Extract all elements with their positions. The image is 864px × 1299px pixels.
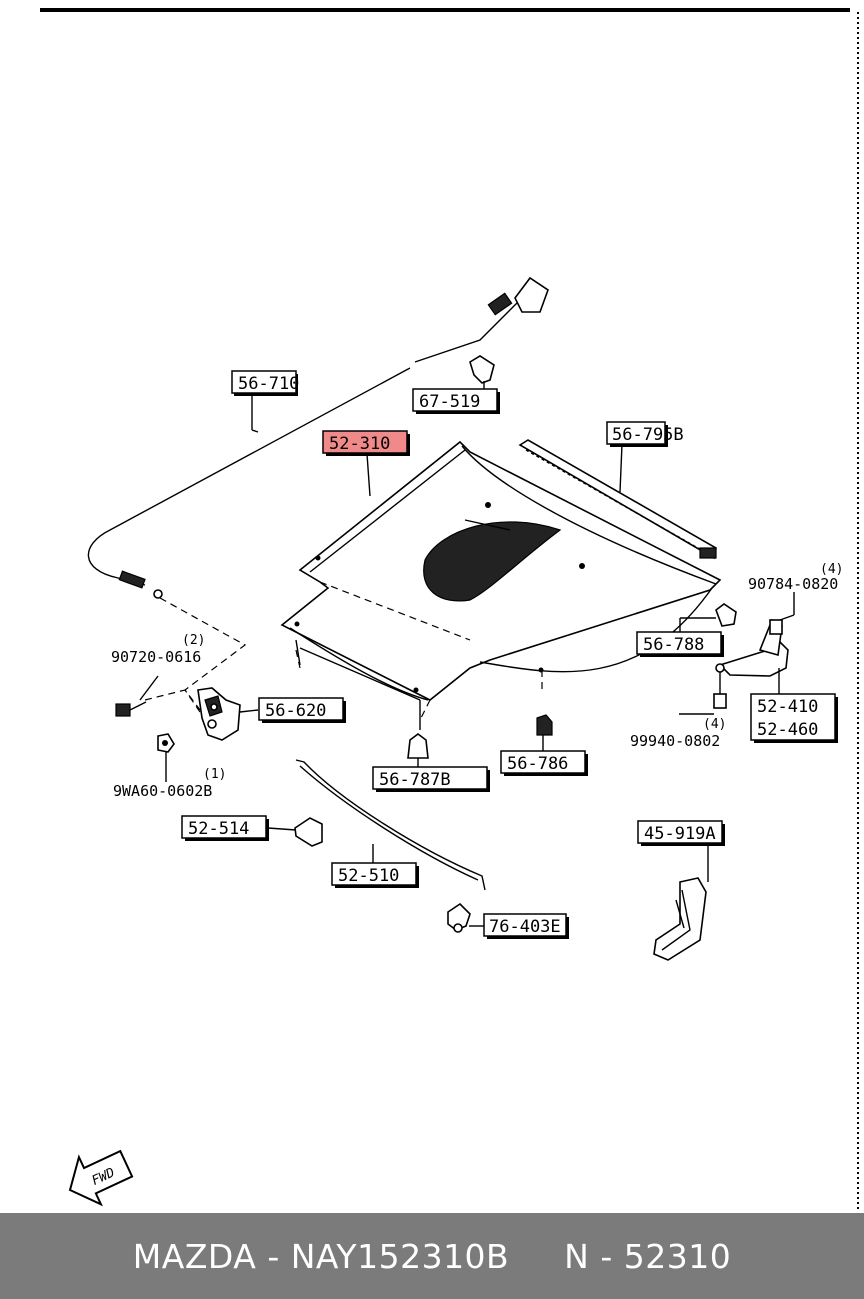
hardware-nut-hinge: (4) 99940-0802: [630, 717, 726, 750]
callout-label: 52-510: [338, 866, 399, 886]
callout-label: 67-519: [419, 392, 480, 412]
callout-label: 56-710: [238, 374, 299, 394]
callout-67-519[interactable]: 67-519: [412, 388, 500, 414]
callout-52-310[interactable]: 52-310: [322, 430, 410, 456]
exploded-parts-diagram: 56-710 67-519 52-310 56-795B 56-788 52-4…: [40, 8, 859, 1210]
part-number: 90784-0820: [748, 575, 838, 593]
callout-56-620[interactable]: 56-620: [258, 697, 346, 723]
seal-rubber: [518, 439, 717, 560]
hood-panel: [280, 440, 722, 730]
hood-bumpers: [407, 714, 553, 759]
callout-label: 56-795B: [612, 425, 684, 445]
hood-hinge: [713, 603, 789, 709]
hardware-nut-lock: (1) 9WA60-0602B: [113, 767, 226, 800]
hood-bracket: [653, 877, 707, 961]
quantity-label: (4): [703, 717, 726, 732]
hardware-bolt-hinge: (4) 90784-0820: [748, 562, 843, 593]
callout-label-right-hinge: 52-460: [757, 720, 818, 740]
part-number: 90720-0616: [111, 648, 201, 666]
quantity-label: (2): [182, 633, 205, 648]
callout-56-795B[interactable]: 56-795B: [606, 421, 684, 447]
part-number: 9WA60-0602B: [113, 782, 212, 800]
callout-56-788[interactable]: 56-788: [636, 631, 724, 657]
footer-part-number: MAZDA - NAY152310B N - 52310: [132, 1236, 732, 1276]
callout-label: 76-403E: [489, 917, 561, 937]
hood-lock: [115, 687, 241, 753]
callout-label: 56-786: [507, 754, 568, 774]
callout-label-left-hinge: 52-410: [757, 697, 818, 717]
callout-52-410-52-460[interactable]: 52-410 52-460: [750, 693, 838, 743]
callout-label: 52-514: [188, 819, 249, 839]
release-cable: [87, 276, 549, 713]
part-number: 99940-0802: [630, 732, 720, 750]
callout-45-919A[interactable]: 45-919A: [637, 820, 725, 846]
footer-bar: MAZDA - NAY152310B N - 52310: [0, 1213, 864, 1299]
callout-56-786[interactable]: 56-786: [500, 750, 588, 776]
callout-label: 52-310: [329, 434, 390, 454]
callout-56-787B[interactable]: 56-787B: [372, 766, 490, 792]
quantity-label: (1): [203, 767, 226, 782]
hardware-bolt-lock: (2) 90720-0616: [111, 633, 205, 666]
hood-support-rod: [294, 759, 486, 933]
callout-label: 56-620: [265, 701, 326, 721]
callout-56-710[interactable]: 56-710: [231, 370, 299, 396]
fwd-arrow-icon: FWD: [68, 1149, 134, 1207]
callout-52-510[interactable]: 52-510: [331, 862, 419, 888]
callout-label: 45-919A: [644, 824, 716, 844]
callout-76-403E[interactable]: 76-403E: [483, 913, 569, 939]
callout-52-514[interactable]: 52-514: [181, 815, 269, 841]
cable-clip: [469, 355, 495, 392]
callout-label: 56-787B: [379, 770, 451, 790]
callout-label: 56-788: [643, 635, 704, 655]
quantity-label: (4): [820, 562, 843, 577]
